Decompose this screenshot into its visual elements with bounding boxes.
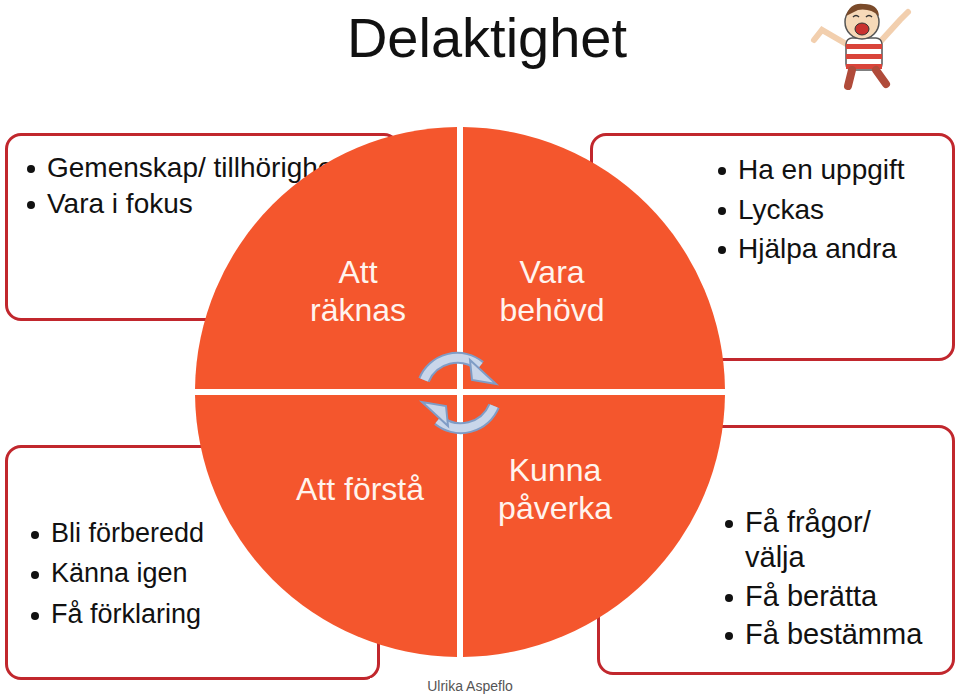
diagram-title: Delaktighet: [287, 4, 687, 71]
bullet-item: Hjälpa andra: [718, 232, 941, 266]
quadrant-shape: [463, 127, 725, 389]
bullet-item: Få berätta: [725, 579, 941, 614]
bullet-dot: [725, 520, 733, 528]
quadrant-shape: [195, 395, 457, 657]
bullet-text: Få frågor/ välja: [745, 505, 935, 575]
arrow-outline: [438, 406, 494, 428]
bullet-item: Lyckas: [718, 193, 941, 227]
bullet-item: Få frågor/ välja: [725, 505, 941, 575]
quadrant-fill: [463, 395, 725, 657]
quadrant: Vara behövd: [463, 127, 725, 389]
arrow-body: [438, 406, 494, 428]
bullet-item: Ha en uppgift: [718, 153, 941, 187]
quadrant: Kunna påverka: [463, 395, 725, 657]
arrow-head: [470, 360, 496, 384]
bullet-dot: [31, 612, 39, 620]
arrow-head: [422, 402, 448, 426]
bullet-dot: [27, 201, 35, 209]
quadrant-shape: [195, 127, 457, 389]
bullet-text: Få berätta: [745, 579, 935, 614]
child-figure: [814, 4, 908, 86]
bullet-list: Ha en uppgiftLyckasHjälpa andra: [718, 153, 941, 272]
quadrant-fill: [195, 395, 457, 657]
bullet-dot: [718, 207, 726, 215]
quadrant-fill: [463, 127, 725, 389]
bullet-dot: [31, 531, 39, 539]
quadrant-label: Kunna påverka: [485, 452, 625, 528]
quadrant-label: Vara behövd: [482, 254, 622, 330]
quadrant-label: Att förstå: [290, 471, 430, 509]
bullet-text: Hjälpa andra: [738, 232, 935, 266]
arrow-outline: [424, 358, 480, 380]
bullet-dot: [27, 165, 35, 173]
quadrant: Att förstå: [195, 395, 457, 657]
bullet-text: Få bestämma: [745, 617, 935, 652]
bullet-text: Ha en uppgift: [738, 153, 935, 187]
bullet-dot: [718, 246, 726, 254]
bullet-dot: [725, 632, 733, 640]
bullet-item: Få bestämma: [725, 617, 941, 652]
arrow-body: [424, 358, 480, 380]
quadrant-fill: [195, 127, 457, 389]
bullet-dot: [725, 594, 733, 602]
quadrant-label: Att räknas: [288, 254, 428, 330]
bullet-dot: [718, 167, 726, 175]
quadrant: Att räknas: [195, 127, 457, 389]
bullet-list: Få frågor/ välja Få berättaFå bestämma: [725, 505, 941, 656]
bullet-dot: [31, 571, 39, 579]
author-credit: Ulrika Aspeflo: [370, 678, 570, 694]
bullet-text: Lyckas: [738, 193, 935, 227]
